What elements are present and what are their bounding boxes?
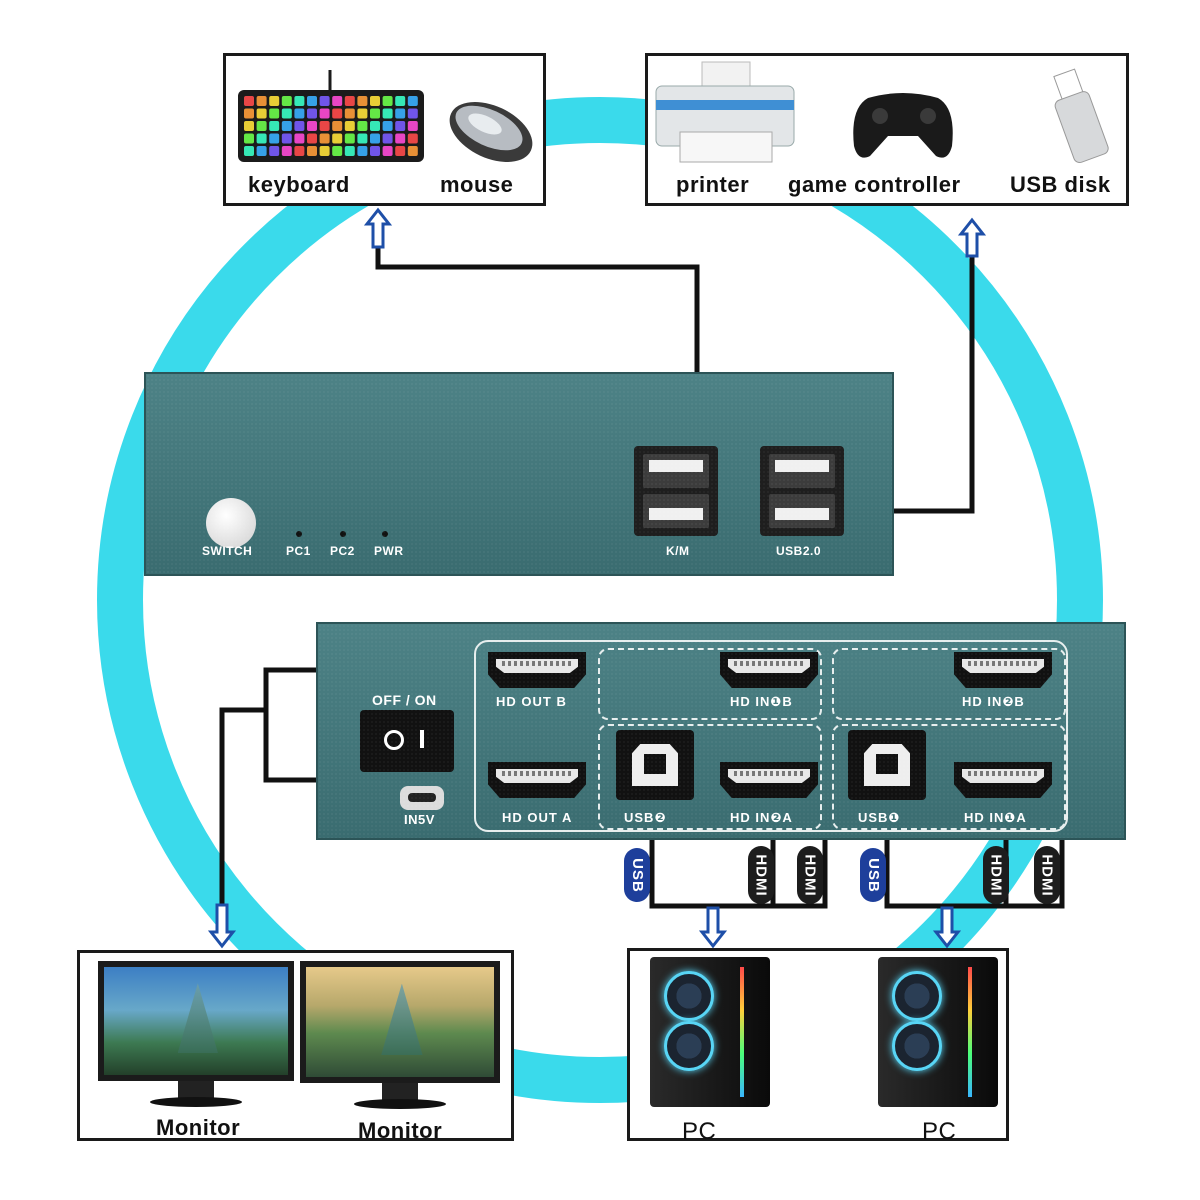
hd-in-1b-port[interactable] [720, 652, 818, 688]
cable-tag-hdmi-pc2-a: HDMI [748, 846, 774, 904]
hd-out-b-port[interactable] [488, 652, 586, 688]
hd-in-2b-port[interactable] [954, 652, 1052, 688]
switch-button[interactable] [206, 498, 256, 548]
hd-in-1a-port[interactable] [954, 762, 1052, 798]
power-switch-label: OFF / ON [372, 692, 437, 708]
monitor-2-stand [382, 1083, 418, 1101]
game-controller-icon [853, 93, 953, 158]
usb-1-port[interactable] [848, 730, 926, 800]
keyboard-label: keyboard [248, 172, 350, 197]
arrow-down-monitor [207, 903, 237, 949]
pc1-group-bottom [832, 724, 1066, 830]
arrow-up-km [363, 207, 393, 249]
printer-label: printer [676, 172, 750, 197]
km-cable [375, 247, 700, 440]
km-usb-port[interactable] [634, 446, 718, 536]
hd-in-1a-label: HD IN❶A [964, 810, 1027, 825]
usb-1-label: USB❶ [858, 810, 901, 825]
kvm-front-panel: SWITCH PC1 PC2 PWR K/M USB2.0 [144, 372, 894, 576]
power-in-label: IN5V [404, 812, 435, 827]
switch-label: SWITCH [202, 544, 253, 558]
km-port-label: K/M [666, 544, 690, 558]
hd-in-1b-label: HD IN❶B [730, 694, 793, 709]
cable-tag-hdmi-pc2-b: HDMI [797, 846, 823, 904]
km-peripherals-box: keyboard mouse [223, 53, 546, 206]
led-label-pc2: PC2 [330, 544, 355, 558]
led-label-pc1: PC1 [286, 544, 311, 558]
monitor-cable-drop [219, 707, 266, 905]
led-pwr [382, 531, 388, 537]
power-switch[interactable] [360, 710, 454, 772]
usb-2-label: USB❷ [624, 810, 667, 825]
mouse-icon [449, 101, 533, 163]
led-pc2 [340, 531, 346, 537]
arrow-down-pc1 [932, 906, 962, 949]
led-label-pwr: PWR [374, 544, 404, 558]
pc-1-label: PC [922, 1118, 957, 1145]
usb2-port-label: USB2.0 [776, 544, 822, 558]
monitor-1 [98, 961, 294, 1111]
arrow-down-pc2 [698, 906, 728, 949]
pc-2-case [650, 957, 770, 1107]
hd-in-2a-label: HD IN❷A [730, 810, 793, 825]
hd-in-2b-label: HD IN❷B [962, 694, 1025, 709]
monitor-2-label: Monitor [358, 1118, 443, 1143]
game-controller-label: game controller [788, 172, 961, 197]
hd-out-b-label: HD OUT B [496, 694, 567, 709]
monitor-2-screen [300, 961, 500, 1083]
usb-2-port[interactable] [616, 730, 694, 800]
usb2-port[interactable] [760, 446, 844, 536]
kvm-rear-panel: OFF / ON IN5V HD OUT B HD OUT A HD IN❶B … [316, 622, 1126, 840]
keyboard-icon [238, 70, 424, 162]
cable-tag-hdmi-pc1-b: HDMI [1034, 846, 1060, 904]
usb-peripherals-box: printer game controller USB disk [645, 53, 1129, 206]
pc2-group-bottom [598, 724, 822, 830]
monitor-1-stand [178, 1081, 214, 1099]
pc-1-case [878, 957, 998, 1107]
pc1-group-top [832, 648, 1066, 720]
monitors-box: Monitor Monitor [77, 950, 514, 1143]
led-pc1 [296, 531, 302, 537]
cable-tag-usb-pc1: USB [860, 848, 886, 902]
mouse-label: mouse [440, 172, 514, 197]
hd-out-a-port[interactable] [488, 762, 586, 798]
pcs-box: PC PC [627, 948, 1009, 1145]
pc-2-label: PC [682, 1118, 717, 1145]
pc2-group-top [598, 648, 822, 720]
hd-out-a-label: HD OUT A [502, 810, 573, 825]
usb-disk-icon [1053, 68, 1109, 164]
cable-tag-usb-pc2: USB [624, 848, 650, 902]
background-ring [97, 97, 1103, 1103]
output-group [474, 640, 1068, 832]
monitor-1-screen [98, 961, 294, 1081]
arrow-up-usb [957, 217, 987, 258]
usb-cable [858, 256, 975, 514]
usb-disk-label: USB disk [1010, 172, 1111, 197]
monitor-2 [300, 961, 500, 1111]
hd-in-2a-port[interactable] [720, 762, 818, 798]
cable-tag-hdmi-pc1-a: HDMI [983, 846, 1009, 904]
power-in-port[interactable] [400, 786, 444, 810]
monitor-1-label: Monitor [156, 1115, 241, 1140]
printer-icon [655, 61, 795, 163]
